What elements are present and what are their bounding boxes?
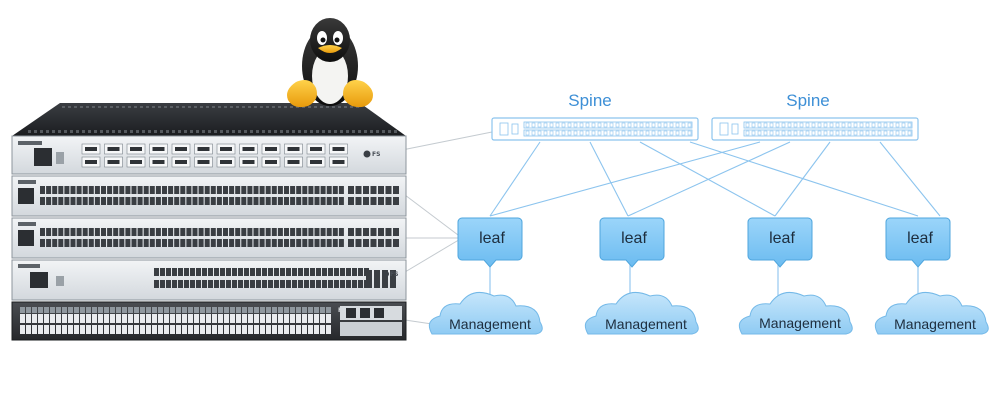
- switch-unit-3: [11, 217, 407, 259]
- brand-logo-icon: [363, 150, 371, 158]
- management-label-3: Management: [759, 315, 841, 331]
- switch-link-lines: [391, 131, 493, 325]
- leaf-label-2: leaf: [621, 230, 647, 247]
- leaf-node-1: leaf: [457, 217, 523, 268]
- management-cloud-4: Management: [874, 291, 989, 335]
- switch-unit-2: [11, 175, 407, 217]
- switch-unit-5: FS: [11, 301, 407, 341]
- brand-logo-icon: [383, 271, 389, 277]
- leaf-label-1: leaf: [479, 230, 505, 247]
- management-cloud-3: Management: [738, 291, 853, 335]
- brand-label-5: FS: [338, 307, 346, 314]
- spine-label-2: Spine: [786, 91, 829, 110]
- leaf-label-3: leaf: [769, 230, 795, 247]
- connection-lines: [489, 141, 941, 298]
- management-label-1: Management: [449, 316, 531, 332]
- brand-label-4: FS: [390, 271, 398, 278]
- management-cloud-2: Management: [584, 291, 699, 335]
- switch-unit-4: FS: [11, 259, 407, 301]
- switch-stack-lid: [12, 103, 406, 136]
- spine-switch-1: [491, 117, 699, 141]
- spine-switch-2: [711, 117, 919, 141]
- management-label-4: Management: [894, 316, 976, 332]
- leaf-node-4: leaf: [885, 217, 951, 268]
- management-label-2: Management: [605, 316, 687, 332]
- spine-label-1: Spine: [568, 91, 611, 110]
- leaf-node-3: leaf: [747, 217, 813, 268]
- leaf-label-4: leaf: [907, 230, 933, 247]
- linux-penguin-icon: [287, 18, 373, 108]
- switch-stack: FS FS: [11, 103, 407, 341]
- leaf-node-2: leaf: [599, 217, 665, 268]
- management-cloud-1: Management: [428, 291, 543, 335]
- brand-label-1: FS: [372, 151, 380, 158]
- switch-unit-1: FS: [11, 135, 407, 175]
